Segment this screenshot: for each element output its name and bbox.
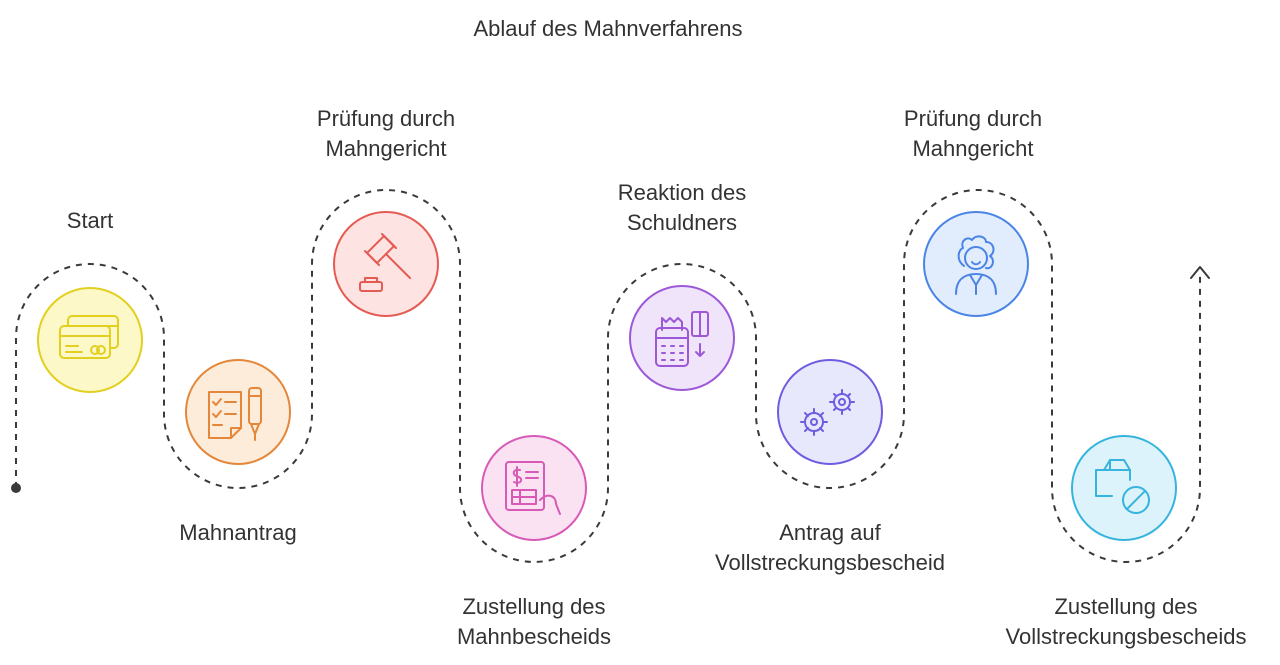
label-zustellung-mahnbescheid-line2: Mahnbescheids [456, 624, 612, 649]
label-pruefung-1: Prüfung durch Mahngericht [286, 104, 486, 164]
step-mahnantrag [185, 359, 291, 465]
checklist-pen-circle [185, 359, 291, 465]
invoice-hand-circle [481, 435, 587, 541]
label-mahnantrag: Mahnantrag [158, 518, 318, 548]
step-zustellung-vollstreckung [1071, 435, 1177, 541]
gears-circle [777, 359, 883, 465]
label-pruefung-1-line1: Prüfung durch [316, 106, 456, 131]
step-pruefung-1 [333, 211, 439, 317]
invoice-hand-icon [505, 461, 561, 515]
label-zustellung-mahnbescheid: Zustellung des Mahnbescheids [424, 592, 644, 652]
diagram-title: Ablauf des Mahnverfahrens [473, 16, 743, 41]
label-reaktion: Reaktion des Schuldners [582, 178, 782, 238]
step-reaktion-schuldner [629, 285, 735, 391]
step-antrag-vollstreckung [777, 359, 883, 465]
gavel-circle [333, 211, 439, 317]
credit-cards-icon [59, 315, 119, 359]
label-zustellung-mahnbescheid-line1: Zustellung des [462, 594, 606, 619]
label-pruefung-2-line2: Mahngericht [912, 136, 1034, 161]
process-path [15, 189, 1201, 563]
payment-terminal-icon [655, 311, 709, 367]
path-end-arrow [1190, 266, 1210, 279]
label-zustellung-vollstreckung-line1: Zustellung des [1054, 594, 1198, 619]
judge-icon [955, 235, 997, 295]
label-reaktion-line1: Reaktion des [617, 180, 747, 205]
label-zustellung-vollstreckung-line2: Vollstreckungsbescheids [1005, 624, 1247, 649]
label-pruefung-2: Prüfung durch Mahngericht [873, 104, 1073, 164]
package-blocked-circle [1071, 435, 1177, 541]
label-antrag-vollstreckung: Antrag auf Vollstreckungsbescheid [690, 518, 970, 578]
label-start: Start [30, 206, 150, 236]
label-pruefung-1-line2: Mahngericht [325, 136, 447, 161]
gears-icon [800, 389, 855, 436]
label-reaktion-line2: Schuldners [626, 210, 738, 235]
label-mahnantrag-line1: Mahnantrag [179, 520, 297, 545]
label-start-line1: Start [66, 208, 114, 233]
package-blocked-icon [1095, 459, 1150, 514]
gavel-icon [359, 233, 411, 292]
label-pruefung-2-line1: Prüfung durch [903, 106, 1043, 131]
step-zustellung-mahnbescheid [481, 435, 587, 541]
label-antrag-vollstreckung-line1: Antrag auf [779, 520, 881, 545]
label-antrag-vollstreckung-line2: Vollstreckungsbescheid [715, 550, 945, 575]
step-start [37, 287, 143, 393]
label-zustellung-vollstreckung: Zustellung des Vollstreckungsbescheids [978, 592, 1274, 652]
step-pruefung-2 [923, 211, 1029, 317]
path-start-dot [11, 483, 21, 493]
checklist-pen-icon [208, 387, 262, 441]
